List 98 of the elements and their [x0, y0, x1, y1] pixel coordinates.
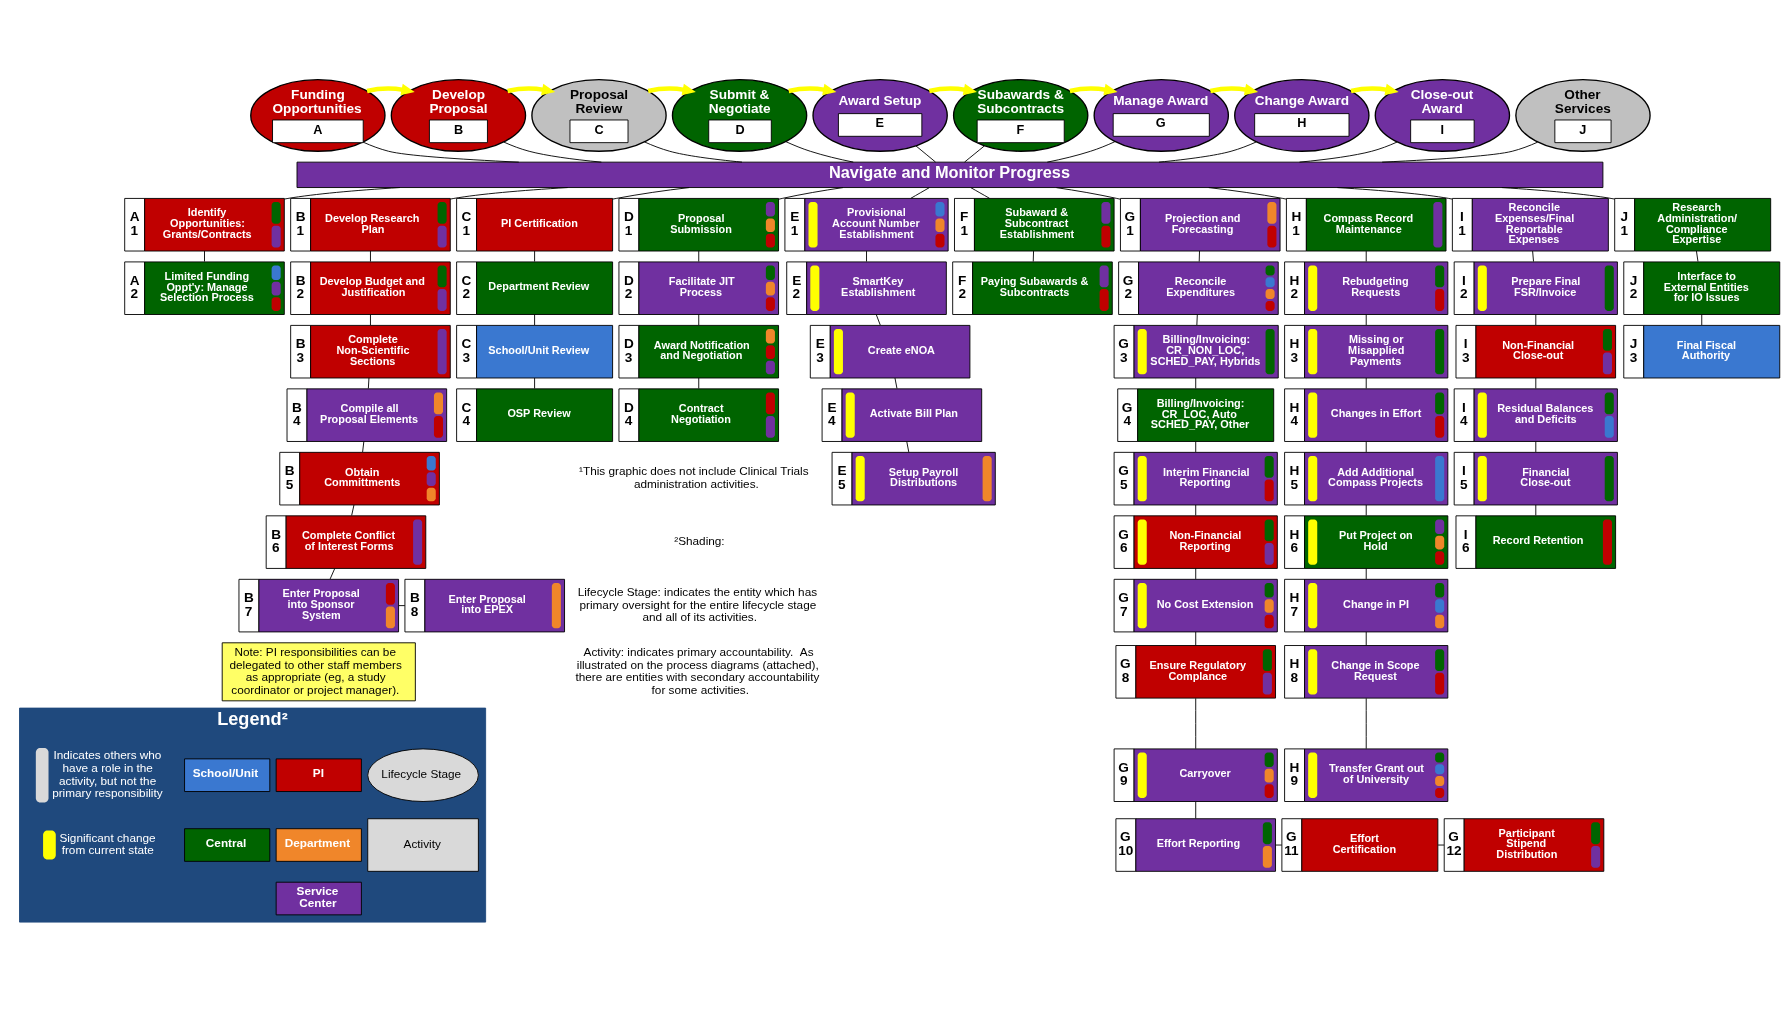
connector — [1696, 250, 1699, 262]
connector — [1195, 801, 1197, 819]
connector — [351, 504, 355, 516]
arrow — [647, 83, 696, 96]
connector — [1365, 504, 1367, 516]
connector — [1195, 441, 1197, 453]
arrow — [366, 83, 415, 96]
connector — [778, 187, 844, 200]
connector — [1532, 250, 1534, 262]
connector — [1195, 568, 1197, 580]
node-ellipse: Develop Proposal B — [390, 78, 527, 152]
connector — [204, 250, 205, 262]
connector — [875, 314, 881, 326]
legend-label: Service Center — [296, 884, 339, 910]
legend-label: Activity — [403, 837, 441, 851]
connector — [362, 441, 365, 453]
connector — [1158, 141, 1257, 163]
connector — [534, 314, 536, 326]
connector — [1365, 377, 1367, 389]
connector — [698, 314, 700, 326]
connector — [964, 145, 985, 163]
connector — [785, 141, 854, 163]
connector — [612, 187, 690, 200]
connector — [367, 377, 370, 389]
connector — [894, 377, 898, 389]
connector — [1535, 441, 1537, 453]
connector — [1198, 250, 1200, 262]
node-ellipse: Other Services J — [1515, 78, 1651, 152]
label: ²Shading: — [674, 534, 725, 548]
arrow — [928, 83, 977, 96]
connector — [1196, 314, 1198, 326]
legend-label: Department — [284, 836, 351, 850]
connector — [1365, 697, 1367, 750]
connector — [534, 250, 536, 262]
node-ellipse: Submit & Negotiate D — [671, 78, 808, 152]
connector — [329, 568, 336, 580]
connector — [1365, 314, 1367, 326]
connector — [1381, 141, 1539, 163]
connector — [1535, 377, 1537, 389]
arrow — [788, 83, 837, 96]
connector — [1437, 844, 1445, 846]
legend-label: Lifecycle Stage — [381, 767, 462, 781]
label: Lifecycle Stage: indicates the entity which has primary oversight for the entire lifecycle stage and all of its activities. — [577, 585, 818, 624]
connector — [1032, 250, 1034, 262]
label: Activity: indicates primary accountability. As illustrated on the process diagrams (attached), there are entities with secondary accountability for some activities. — [575, 644, 820, 696]
node-ellipse: Subawards & Subcontracts F — [952, 78, 1089, 152]
legend-label: Central — [205, 836, 247, 850]
label: ¹This graphic does not include Clinical Trials administration activities. — [579, 464, 809, 491]
arrow — [1350, 83, 1399, 96]
connector — [1535, 504, 1537, 516]
connector — [1055, 187, 1121, 200]
connector — [698, 250, 700, 262]
connector — [1195, 697, 1197, 750]
connector — [915, 145, 936, 163]
connector — [698, 377, 700, 389]
node-ellipse: Manage Award G — [1093, 78, 1230, 152]
connector — [1501, 187, 1616, 200]
connector — [370, 314, 371, 326]
connector — [283, 187, 401, 200]
node-box: Navigate and Monitor Progress — [296, 161, 1604, 188]
connector — [362, 141, 520, 163]
connector — [1275, 844, 1283, 846]
connector — [906, 441, 910, 453]
node-ellipse: Close-out Award I — [1374, 78, 1511, 152]
node-ellipse: Funding Opportunities A — [250, 78, 386, 152]
connector — [970, 187, 991, 199]
legend-label: School/Unit — [192, 766, 259, 780]
connector — [910, 187, 930, 199]
legend-label: PI — [312, 766, 324, 780]
connector — [1365, 441, 1367, 453]
connector — [1299, 141, 1398, 163]
connector — [643, 141, 743, 163]
arrow — [1209, 83, 1259, 96]
arrow — [1069, 83, 1118, 96]
legend-label: Significant change from current state — [59, 830, 156, 857]
connector — [1195, 504, 1197, 516]
connector — [1535, 314, 1537, 326]
connector — [1046, 141, 1116, 163]
connector — [1365, 631, 1367, 646]
connector — [1365, 568, 1367, 580]
connector — [1208, 187, 1287, 200]
connector — [1701, 314, 1703, 326]
connector — [449, 187, 569, 200]
connector — [398, 605, 406, 607]
connector — [1365, 250, 1367, 262]
node-ellipse: Proposal Review C — [531, 78, 667, 152]
connector — [1195, 377, 1197, 389]
legend-label: Indicates others who have a role in the activity, but not the primary responsibility — [52, 748, 163, 800]
connector — [534, 377, 536, 389]
connector — [370, 250, 371, 262]
connector — [1195, 631, 1197, 646]
label: Note: PI responsibilities can be delegated to other staff members as appropriate (eg, a study coordinator or project manager). — [229, 644, 402, 696]
connector — [866, 250, 867, 262]
node-ellipse: Change Award H — [1234, 78, 1370, 152]
connector — [1336, 187, 1453, 200]
node-ellipse: Award Setup E — [812, 78, 948, 152]
connector — [503, 141, 602, 163]
arrow — [507, 83, 556, 96]
